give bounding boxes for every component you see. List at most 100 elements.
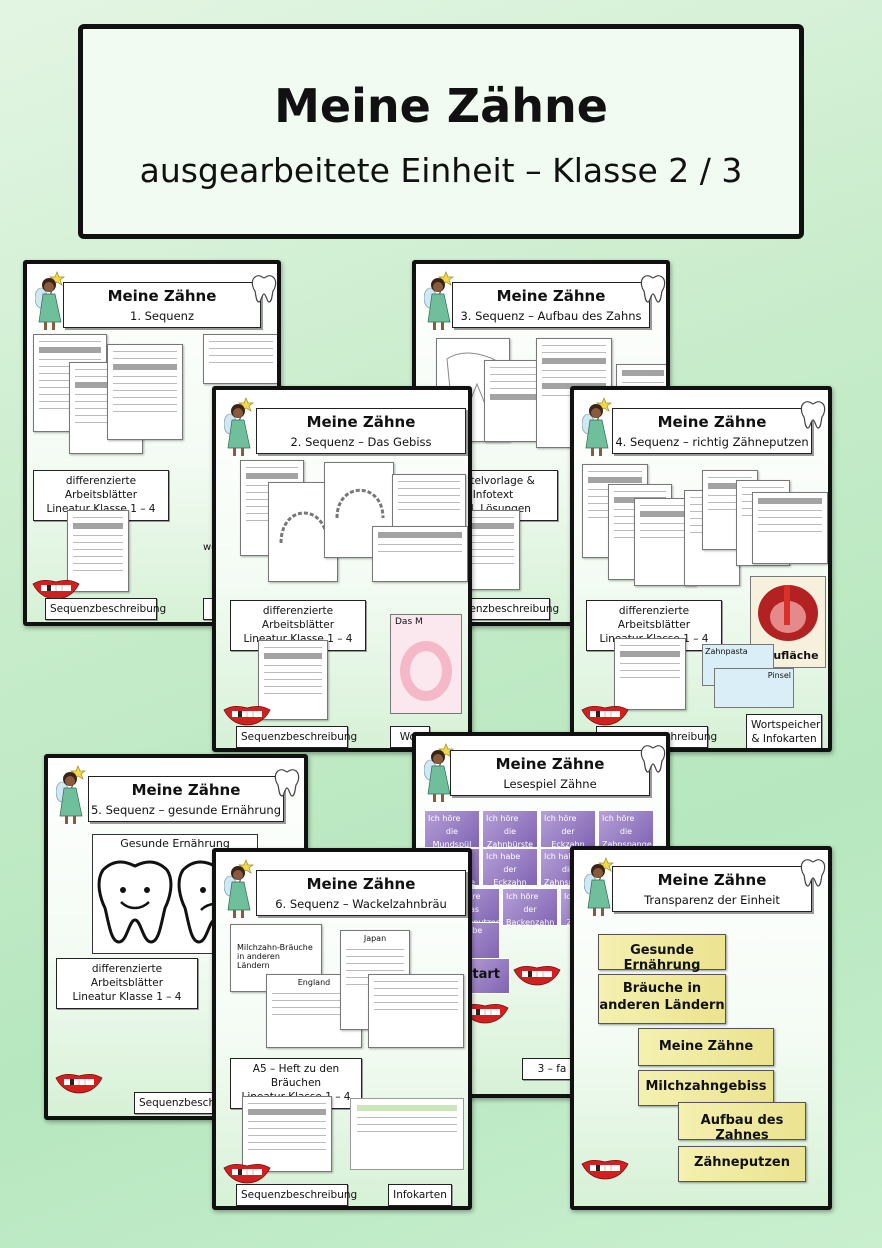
header-box: Meine Zähne ausgearbeitete Einheit – Kla… (78, 24, 804, 239)
card-title-box: Meine Zähne 5. Sequenz – gesunde Ernähru… (88, 776, 284, 822)
info-card-title: Zahnpasta (705, 647, 748, 656)
booklet-page (368, 974, 464, 1048)
game-tile-text: die (445, 826, 459, 836)
booklet-cover-text: Milchzahn-Bräuche in anderen Ländern (237, 943, 313, 970)
strip-text: Milchzahngebiss (645, 1079, 767, 1094)
sequence-thumbnail (67, 510, 129, 592)
label-line: Bastelvorlage & Infotext (451, 475, 535, 502)
tooth-icon (274, 768, 300, 798)
game-tile-text: Zahnbürste (486, 839, 534, 849)
game-tile-text: die (561, 864, 575, 874)
game-tile-text: Eckzahn (493, 877, 527, 887)
card-title: Meine Zähne (657, 413, 767, 431)
label-line: A5 – Heft zu den Bräuchen (252, 1063, 340, 1090)
game-tile-text: der (503, 864, 517, 874)
topic-strip-my-teeth: Meine Zähne (638, 1028, 774, 1066)
game-tile-text: Eckzahn (551, 839, 585, 849)
game-tile-text: die (619, 826, 633, 836)
topic-strip-customs: Bräuche in anderen Ländern (598, 974, 726, 1024)
card-subtitle: 5. Sequenz – gesunde Ernährung (90, 803, 282, 817)
worksheet-thumbnail (107, 344, 183, 440)
label-line: & Infokarten (751, 733, 817, 746)
poster-title: Gesunde Ernährung (120, 837, 230, 850)
info-card-thumbnail (350, 1098, 464, 1170)
card-sequence-2: Meine Zähne 2. Sequenz – Das Gebiss diff… (212, 386, 472, 752)
card-subtitle: 3. Sequenz – Aufbau des Zahns (460, 309, 642, 323)
fairy-icon (582, 396, 614, 458)
card-title: Meine Zähne (131, 781, 241, 799)
start-text: Start (463, 967, 500, 982)
game-tile-text: Zahnspange (602, 839, 652, 849)
game-tile-text: Ich höre (506, 892, 539, 901)
card-title: Meine Zähne (306, 875, 416, 893)
page-title: Meine Zähne (274, 79, 608, 133)
booklet-page-title: Japan (363, 934, 387, 943)
open-mouth-drawing (758, 585, 818, 641)
topic-strip-milk-teeth: Milchzahngebiss (638, 1070, 774, 1106)
game-tile-text: der (561, 826, 575, 836)
topic-strip-tooth-structure: Aufbau des Zahnes (678, 1102, 806, 1143)
card-subtitle: 6. Sequenz – Wackelzahnbräu (275, 897, 447, 911)
card-title-box: Meine Zähne 6. Sequenz – Wackelzahnbräu (256, 870, 466, 916)
mouth-picture-card: Kaufläche (750, 576, 826, 668)
label-line: differenzierte Arbeitsblätter (64, 475, 138, 502)
sequence-description-label: Sequenzbeschreibung (236, 726, 357, 748)
sequence-description-label: Sequenzbeschreib (134, 1092, 235, 1115)
fairy-icon (224, 396, 256, 458)
fairy-icon (56, 764, 88, 826)
mouth-icon (580, 702, 630, 726)
game-tile-text: Ich höre (428, 814, 461, 823)
card-sequence-6: Meine Zähne 6. Sequenz – Wackelzahnbräu … (212, 848, 472, 1210)
card-subtitle: 2. Sequenz – Das Gebiss (290, 435, 432, 449)
info-card: Pinsel (714, 668, 794, 708)
sequence-description-label: Sequenzbeschreibung (45, 598, 166, 621)
wordbank-label: Wortspeicher & Infokarten (746, 714, 822, 748)
card-title-box: Meine Zähne Lesespiel Zähne (450, 750, 650, 796)
game-tile-text: Backenzahn (506, 917, 555, 927)
mouth-icon (54, 1070, 104, 1094)
info-card-title: Pinsel (767, 671, 791, 680)
teeth-drawing (400, 641, 452, 701)
label-line: differenzierte Arbeitsblätter (617, 605, 691, 632)
game-tile-text: der (523, 904, 537, 914)
card-subtitle: 1. Sequenz (130, 309, 194, 323)
card-title-box: Meine Zähne Transparenz der Einheit (612, 866, 812, 912)
card-title: Meine Zähne (306, 413, 416, 431)
tooth-icon (800, 400, 826, 430)
game-tile-text: Ich höre (486, 814, 519, 823)
tooth-icon (640, 744, 666, 774)
sequence-thumbnail (242, 1096, 332, 1172)
topic-strip-nutrition: Gesunde Ernährung (598, 934, 726, 973)
card-title-box: Meine Zähne 4. Sequenz – richtig Zähnepu… (612, 408, 812, 454)
mouth-icon (580, 1156, 630, 1180)
game-tile-text: Ich höre (602, 814, 635, 823)
card-subtitle: Lesespiel Zähne (503, 777, 597, 791)
game-tile-text: das (464, 904, 480, 914)
card-sequence-4: Meine Zähne 4. Sequenz – richtig Zähnepu… (570, 386, 832, 752)
mouth-icon (222, 1160, 272, 1184)
tooth-icon (640, 274, 666, 304)
card-title: Meine Zähne (657, 871, 767, 889)
poster-title: Das M (395, 617, 423, 627)
worksheet-thumbnail (752, 492, 828, 564)
card-title-box: Meine Zähne 2. Sequenz – Das Gebiss (256, 408, 466, 454)
card-subtitle: Transparenz der Einheit (644, 893, 780, 907)
dentition-poster: Das M (390, 614, 462, 714)
game-tile-text: Ich habe (486, 852, 521, 861)
fairy-icon (224, 858, 256, 920)
page-subtitle: ausgearbeitete Einheit – Klasse 2 / 3 (139, 151, 743, 190)
card-title-box: Meine Zähne 1. Sequenz (63, 282, 261, 328)
card-title: Meine Zähne (107, 287, 217, 305)
mouth-icon (512, 962, 562, 986)
worksheets-label: differenzierte Arbeitsblätter Lineatur K… (56, 958, 198, 1009)
tooth-outline-drawing (446, 352, 500, 410)
game-tile-text: Ich höre (544, 814, 577, 823)
card-title-box: Meine Zähne 3. Sequenz – Aufbau des Zahn… (452, 282, 650, 328)
tooth-types-sheet (372, 526, 468, 582)
sequence-description-label: Sequenzbeschreibung (236, 1184, 357, 1206)
